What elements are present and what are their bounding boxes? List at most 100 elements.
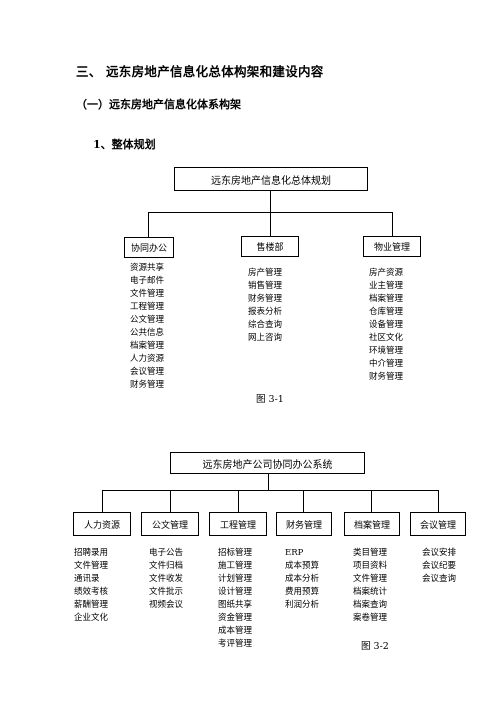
list-item: 通讯录 xyxy=(74,574,100,584)
figure2-branch-label: 人力资源 xyxy=(83,520,120,531)
figure2-trunk-line xyxy=(268,474,269,490)
list-item: 设计管理 xyxy=(218,587,253,597)
list-item: 文件管理 xyxy=(74,561,109,571)
sub-heading: （一）远东房地产信息化体系构架 xyxy=(76,98,241,111)
figure2-branch-box: 公文管理 xyxy=(141,512,199,536)
main-heading-text: 远东房地产信息化总体构架和建设内容 xyxy=(106,64,324,79)
list-item: 公文管理 xyxy=(130,315,165,325)
list-item: 档案管理 xyxy=(130,341,165,351)
list-item: 财务管理 xyxy=(248,294,283,304)
list-item: 公共信息 xyxy=(130,328,165,338)
figure1-item-list: 资源共享 电子邮件 文件管理 工程管理 公文管理 公共信息 档案管理 人力资源 … xyxy=(130,262,164,392)
figure2-drop-line-2 xyxy=(170,490,171,512)
figure2-branch-label: 档案管理 xyxy=(353,520,390,531)
figure1-branch-box: 物业管理 xyxy=(363,236,421,257)
figure2-drop-line-3 xyxy=(238,490,239,512)
figure2-caption: 图 3-2 xyxy=(361,641,389,652)
figure2-item-list: 会议安排 会议纪要 会议查询 xyxy=(422,547,456,586)
list-item: 企业文化 xyxy=(74,613,109,623)
list-item: 案卷管理 xyxy=(353,613,388,623)
figure2-branch-line xyxy=(102,490,438,491)
main-heading: 三、远东房地产信息化总体构架和建设内容 xyxy=(76,61,324,80)
figure1-item-list: 房产资源 业主管理 档案管理 仓库管理 设备管理 社区文化 环境管理 中介管理 … xyxy=(369,267,403,384)
list-item: 仓库管理 xyxy=(369,307,404,317)
figure1-caption: 图 3-1 xyxy=(256,394,284,405)
figure1-branch-box: 协同办公 xyxy=(124,237,174,258)
figure2-title: 远东房地产公司协同办公系统 xyxy=(202,459,333,471)
figure2-branch-label: 公文管理 xyxy=(151,520,188,531)
section-heading: 1、整体规划 xyxy=(93,138,156,151)
figure2-item-list: ERP 成本预算 成本分析 费用预算 利润分析 xyxy=(285,547,319,612)
list-item: 档案管理 xyxy=(369,294,404,304)
figure1-branch-label: 协同办公 xyxy=(130,244,167,254)
main-heading-number: 三、 xyxy=(76,64,102,79)
list-item: 资源共享 xyxy=(130,263,165,273)
figure2-branch-label: 会议管理 xyxy=(419,520,456,531)
list-item: 设备管理 xyxy=(369,320,404,330)
list-item: 文件管理 xyxy=(353,574,388,584)
figure1-title-box: 远东房地产信息化总体规划 xyxy=(174,167,368,191)
figure2-item-list: 招标管理 施工管理 计划管理 设计管理 图纸共享 资金管理 成本管理 考评管理 xyxy=(218,547,252,651)
list-item: 会议管理 xyxy=(130,367,165,377)
figure1-branch-label: 售楼部 xyxy=(256,243,284,253)
list-item: 利润分析 xyxy=(285,600,320,610)
list-item: 报表分析 xyxy=(248,307,283,317)
list-item: 人力资源 xyxy=(130,354,165,364)
figure2-drop-line-6 xyxy=(438,490,439,512)
figure2-drop-line-1 xyxy=(102,490,103,512)
figure2-title-box: 远东房地产公司协同办公系统 xyxy=(170,452,365,474)
list-item: 考评管理 xyxy=(218,639,253,649)
list-item: 文件批示 xyxy=(149,587,184,597)
figure1-drop-line-3 xyxy=(392,212,393,236)
figure1-branch-label: 物业管理 xyxy=(373,243,410,253)
list-item: 环境管理 xyxy=(369,346,404,356)
list-item: 文件归档 xyxy=(149,561,184,571)
list-item: 视频会议 xyxy=(149,600,184,610)
list-item: 档案统计 xyxy=(353,587,388,597)
figure1-title: 远东房地产信息化总体规划 xyxy=(211,175,331,187)
list-item: 工程管理 xyxy=(130,302,165,312)
figure2-branch-box: 档案管理 xyxy=(344,512,400,536)
list-item: 销售管理 xyxy=(248,281,283,291)
figure2-branch-label: 财务管理 xyxy=(285,520,322,531)
list-item: 综合查询 xyxy=(248,320,283,330)
list-item: 计划管理 xyxy=(218,574,253,584)
list-item: 薪酬管理 xyxy=(74,600,109,610)
list-item: 图纸共享 xyxy=(218,600,253,610)
list-item: 中介管理 xyxy=(369,359,404,369)
list-item: 招标管理 xyxy=(218,548,253,558)
list-item: 费用预算 xyxy=(285,587,320,597)
figure2-branch-box: 人力资源 xyxy=(73,512,131,536)
list-item: 成本分析 xyxy=(285,574,320,584)
list-item: 施工管理 xyxy=(218,561,253,571)
list-item: 会议纪要 xyxy=(422,561,457,571)
list-item: 财务管理 xyxy=(369,372,404,382)
list-item: 业主管理 xyxy=(369,281,404,291)
figure1-drop-line-1 xyxy=(148,212,149,237)
list-item: 会议安排 xyxy=(422,548,457,558)
list-item: 文件收发 xyxy=(149,574,184,584)
list-item: 电子邮件 xyxy=(130,276,165,286)
figure2-item-list: 招聘录用 文件管理 通讯录 绩效考核 薪酬管理 企业文化 xyxy=(74,547,108,625)
list-item: 电子公告 xyxy=(149,548,184,558)
figure2-item-list: 电子公告 文件归档 文件收发 文件批示 视频会议 xyxy=(149,547,183,612)
list-item: 绩效考核 xyxy=(74,587,109,597)
list-item: 社区文化 xyxy=(369,333,404,343)
figure2-drop-line-4 xyxy=(303,490,304,512)
list-item: 档案查询 xyxy=(353,600,388,610)
list-item: 网上咨询 xyxy=(248,333,283,343)
figure2-branch-label: 工程管理 xyxy=(219,520,256,531)
list-item: 财务管理 xyxy=(130,380,165,390)
list-item: 招聘录用 xyxy=(74,548,109,558)
list-item: 资金管理 xyxy=(218,613,253,623)
list-item: ERP xyxy=(285,548,304,558)
list-item: 文件管理 xyxy=(130,289,165,299)
list-item: 项目资料 xyxy=(353,561,388,571)
list-item: 会议查询 xyxy=(422,574,457,584)
list-item: 成本管理 xyxy=(218,626,253,636)
figure2-branch-box: 会议管理 xyxy=(410,512,466,536)
figure1-trunk-line xyxy=(270,191,271,212)
figure1-item-list: 房产管理 销售管理 财务管理 报表分析 综合查询 网上咨询 xyxy=(248,267,282,345)
figure1-branch-box: 售楼部 xyxy=(241,236,299,257)
